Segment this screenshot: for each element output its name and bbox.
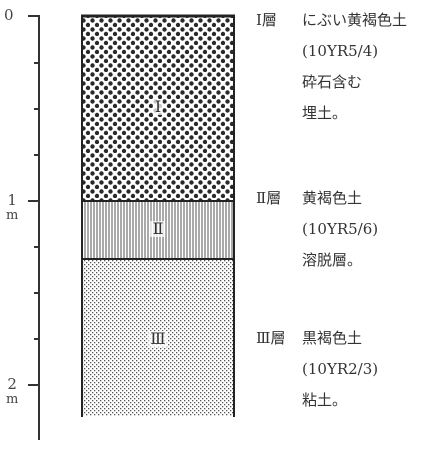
description-line: 粘土。 bbox=[302, 391, 348, 409]
description-text: にぶい黄褐色土 bbox=[302, 11, 408, 29]
description-text: 黄褐色土 bbox=[302, 189, 363, 207]
scale-label-1m: 1 m bbox=[6, 191, 19, 223]
description-line: 砕石含む bbox=[302, 73, 363, 91]
layer-1-description: Ⅰ層 にぶい黄褐色土 (10YR5/4) 砕石含む 埋土。 bbox=[256, 5, 407, 129]
depth-scale bbox=[28, 15, 40, 440]
layer-name: Ⅰ層 bbox=[256, 11, 277, 29]
scale-unit: m bbox=[6, 392, 19, 407]
scale-label-0: 0 bbox=[4, 8, 14, 23]
description-text: 黒褐色土 bbox=[302, 329, 363, 347]
description-line: Ⅱ層 黄褐色土 bbox=[256, 183, 378, 214]
description-line: (10YR2/3) bbox=[302, 360, 379, 378]
layer-1-numeral: Ⅰ bbox=[152, 97, 164, 116]
description-line: 溶脱層。 bbox=[302, 251, 363, 269]
description-line: (10YR5/6) bbox=[302, 220, 379, 238]
scale-label-2m: 2 m bbox=[6, 375, 19, 407]
layer-name: Ⅲ層 bbox=[256, 329, 286, 347]
scale-unit: m bbox=[6, 208, 19, 223]
layer-name: Ⅱ層 bbox=[256, 189, 282, 207]
layer-2-numeral: Ⅱ bbox=[150, 219, 166, 238]
layer-2-description: Ⅱ層 黄褐色土 (10YR5/6) 溶脱層。 bbox=[256, 183, 378, 276]
layer-3-description: Ⅲ層黒褐色土 (10YR2/3) 粘土。 bbox=[256, 323, 378, 416]
description-line: 埋土。 bbox=[302, 104, 348, 122]
description-line: (10YR5/4) bbox=[302, 42, 379, 60]
soil-column bbox=[81, 14, 235, 417]
layer-3-numeral: Ⅲ bbox=[148, 329, 168, 348]
scale-value: 1 bbox=[7, 191, 17, 209]
description-line: Ⅰ層 にぶい黄褐色土 bbox=[256, 5, 407, 36]
description-line: Ⅲ層黒褐色土 bbox=[256, 323, 378, 354]
scale-value: 2 bbox=[7, 375, 17, 393]
scale-value: 0 bbox=[4, 6, 14, 24]
